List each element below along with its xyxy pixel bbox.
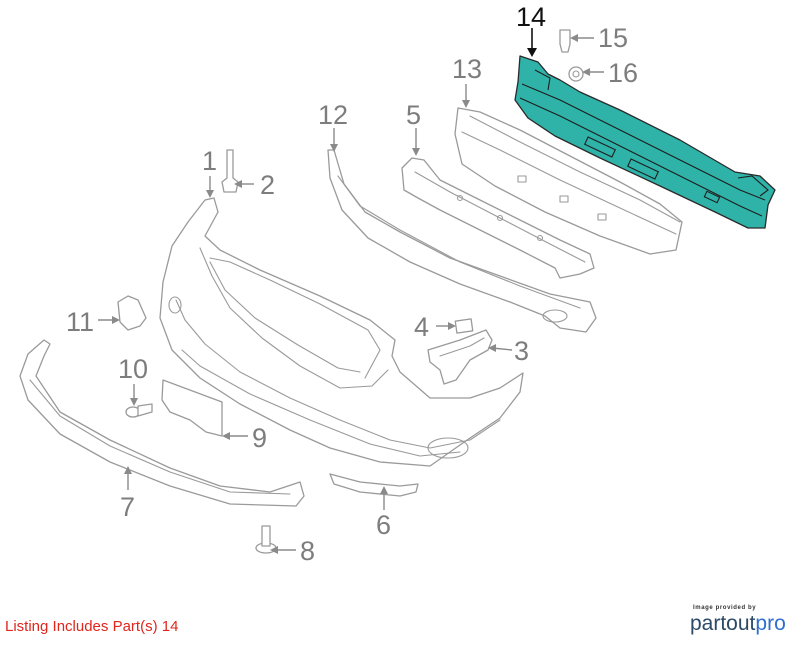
part-4-clip[interactable] (454, 318, 474, 334)
callout-2: 2 (260, 170, 275, 200)
part-7-lower-strip[interactable] (19, 339, 305, 507)
credit-logo-block: Image provided by partoutpro (690, 605, 790, 636)
part-15-bolt[interactable] (559, 29, 571, 53)
callout-14-arrowhead (527, 48, 537, 57)
logo-part-b: pro (755, 612, 786, 635)
callout-4: 4 (414, 312, 429, 342)
callout-12: 12 (318, 100, 348, 130)
callout-10: 10 (118, 354, 148, 384)
callout-6: 6 (376, 510, 391, 540)
part-3-side-bracket[interactable] (427, 329, 493, 385)
part-16-nut[interactable] (568, 66, 584, 82)
callout-9: 9 (252, 423, 267, 453)
callout-3: 3 (514, 336, 529, 366)
part-11-cover[interactable] (117, 295, 147, 331)
callout-16: 16 (608, 58, 638, 88)
callout-15: 15 (598, 23, 628, 53)
callout-11: 11 (66, 307, 94, 337)
callout-8: 8 (300, 536, 315, 566)
partoutpro-logo[interactable]: partoutpro (690, 612, 790, 636)
callout-14: 14 (516, 2, 546, 32)
part-12-upper-strip[interactable] (327, 149, 597, 333)
listing-includes-text: Listing Includes Part(s) 14 (5, 618, 179, 635)
callout-7: 7 (120, 492, 135, 522)
credit-caption: Image provided by (693, 605, 757, 611)
part-5-bumper-support[interactable] (401, 157, 595, 279)
callout-5: 5 (406, 100, 421, 130)
logo-part-a: partout (690, 612, 756, 635)
callout-13: 13 (452, 54, 482, 84)
part-14-bumper-reinforcement[interactable] (514, 55, 776, 229)
callout-1: 1 (202, 146, 217, 176)
callout-arrowheads (112, 34, 590, 554)
part-13-energy-absorber[interactable] (454, 107, 683, 255)
part-6-molding[interactable] (329, 473, 419, 497)
part-10-screw[interactable] (125, 403, 153, 418)
part-1-bumper-cover[interactable] (159, 197, 524, 467)
part-2-fastener[interactable] (221, 149, 239, 193)
part-9-license-bracket[interactable] (161, 379, 223, 437)
